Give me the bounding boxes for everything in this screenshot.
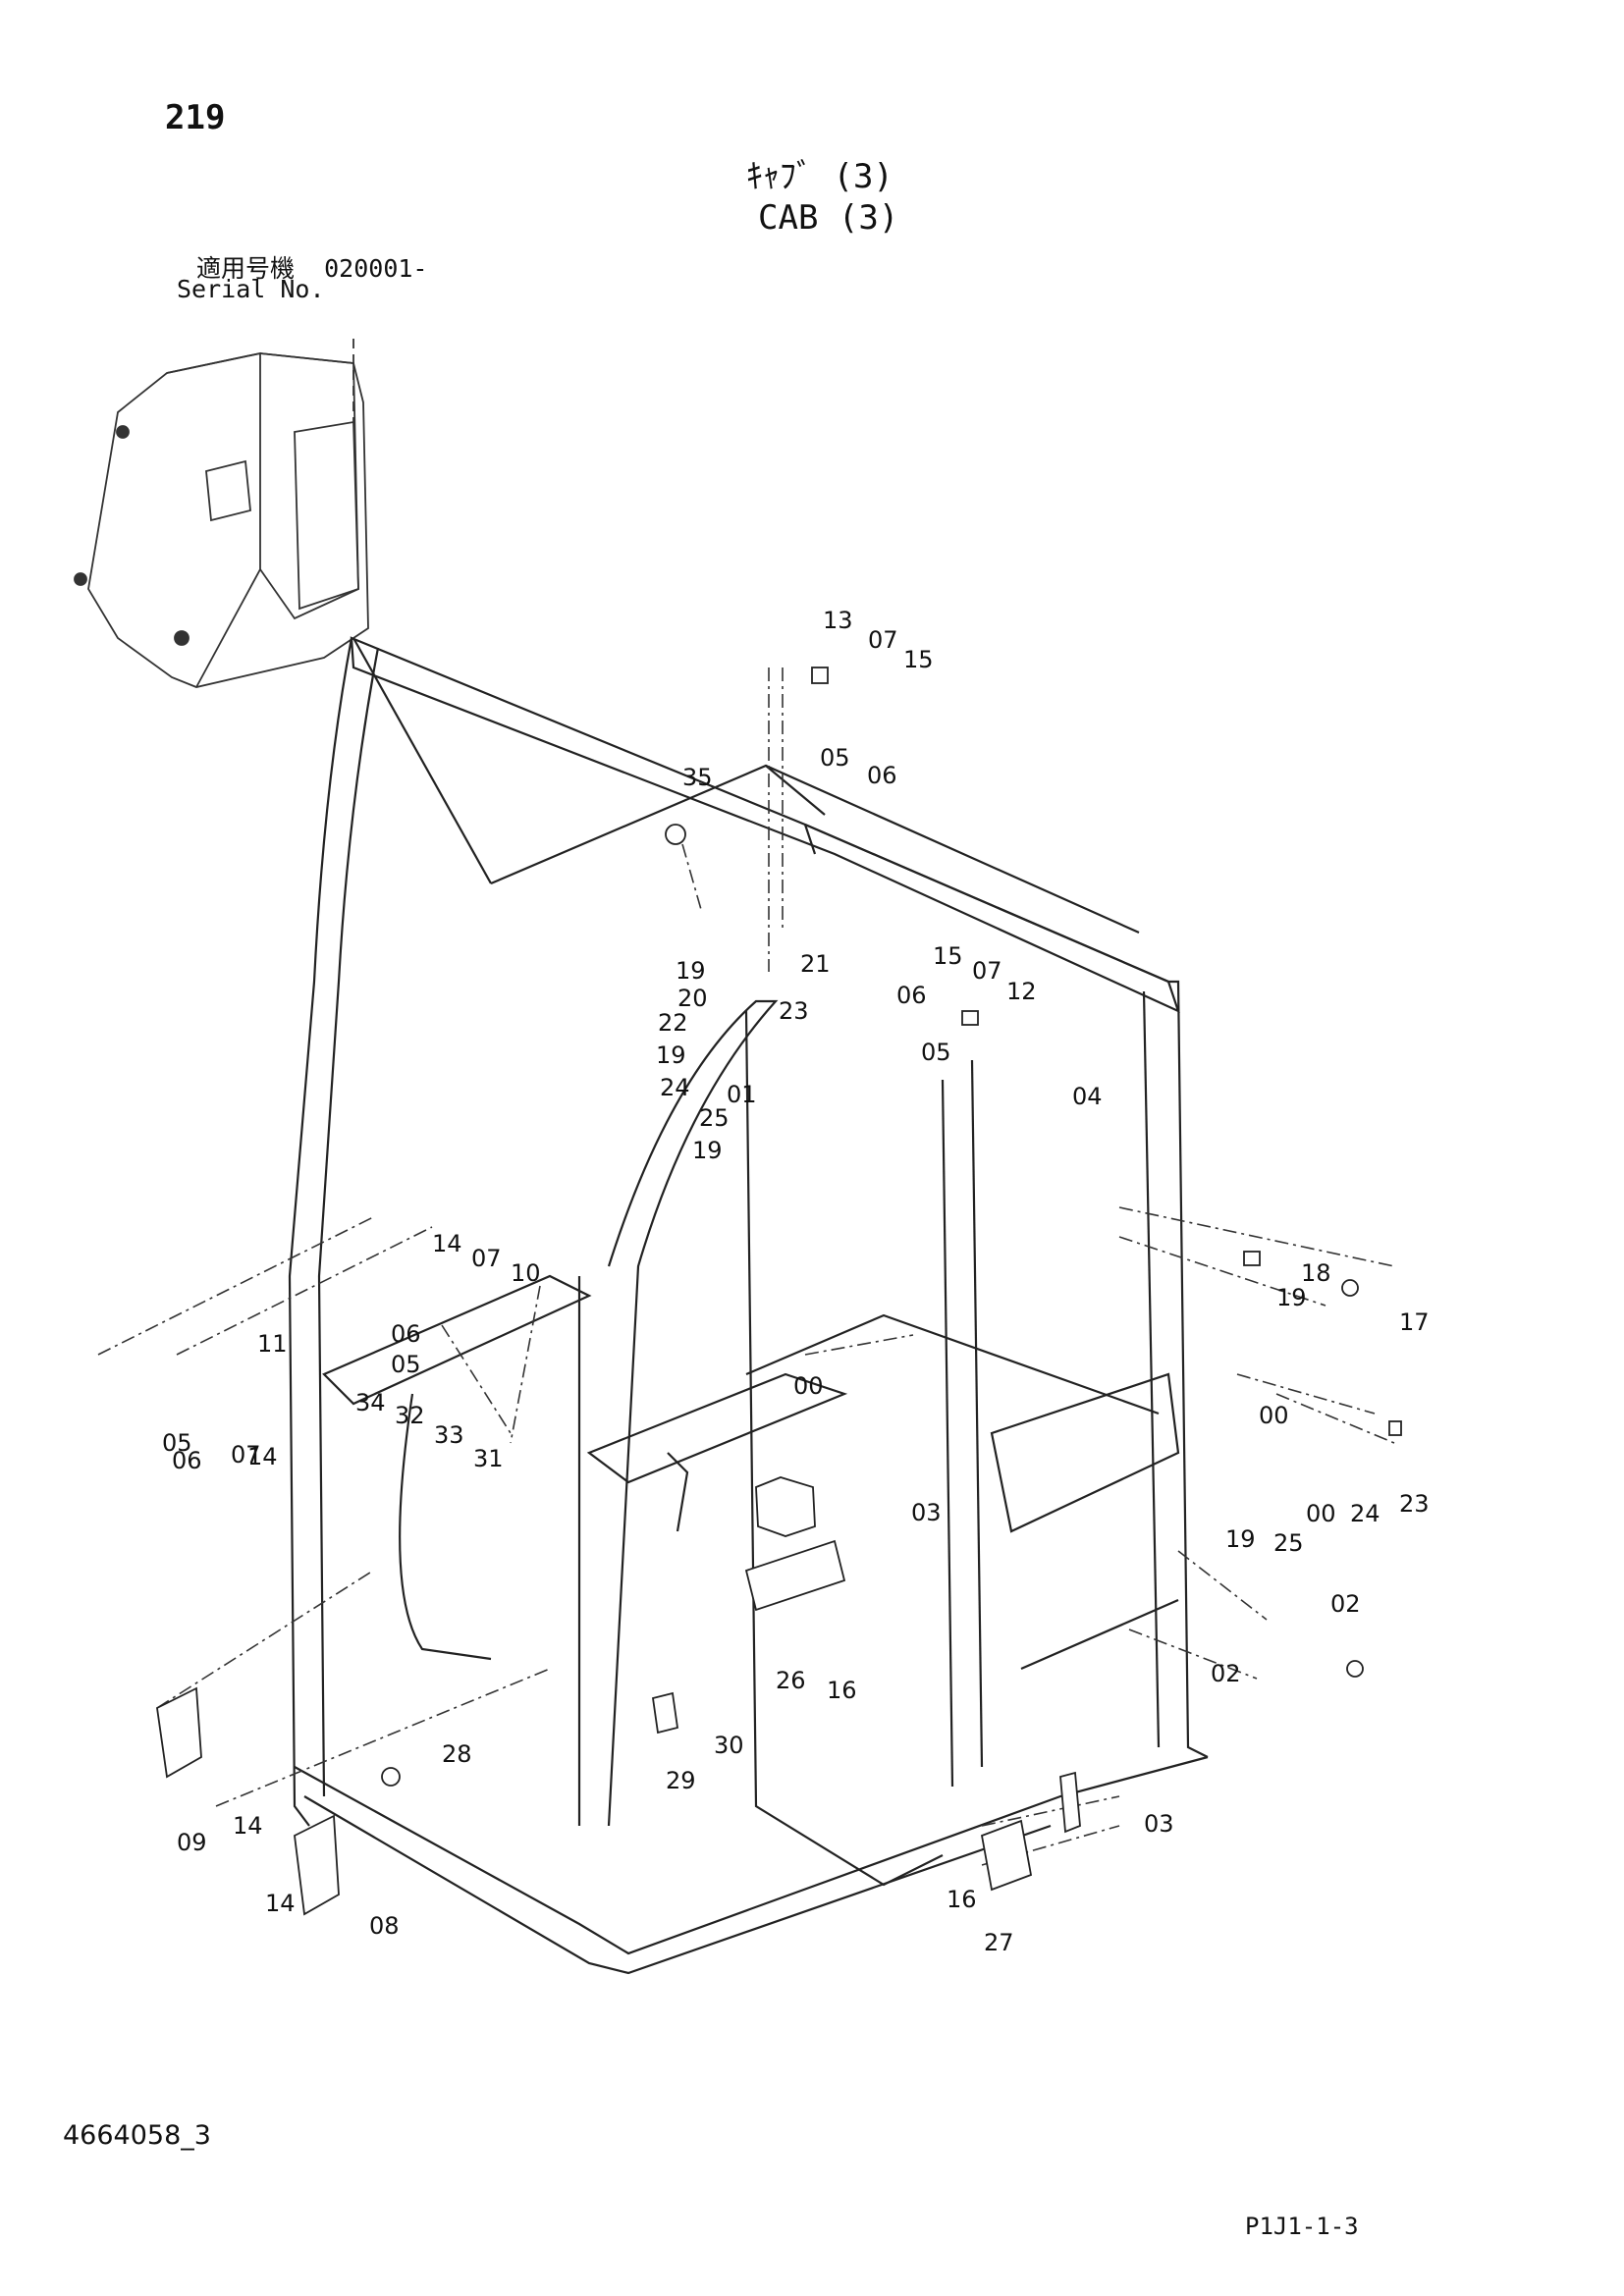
- callout-02: 02: [1330, 1590, 1361, 1618]
- callout-24: 24: [660, 1074, 690, 1101]
- callout-15: 15: [903, 646, 934, 673]
- callout-28: 28: [442, 1740, 472, 1768]
- callout-08: 08: [369, 1912, 400, 1940]
- callout-00: 00: [793, 1372, 824, 1400]
- callout-12: 12: [1006, 978, 1037, 1005]
- callout-19: 19: [1225, 1525, 1256, 1553]
- callout-19: 19: [656, 1041, 686, 1069]
- inset-cab-thumbnail: [74, 339, 369, 688]
- callout-02: 02: [1211, 1660, 1241, 1687]
- callout-35: 35: [682, 764, 713, 791]
- callout-14: 14: [247, 1443, 278, 1470]
- callout-27: 27: [984, 1929, 1014, 1956]
- page-title: CAB (3): [758, 198, 899, 238]
- callout-29: 29: [666, 1767, 696, 1794]
- callout-32: 32: [395, 1402, 425, 1429]
- callout-07: 07: [868, 626, 898, 654]
- callout-23: 23: [1399, 1490, 1430, 1518]
- callout-18: 18: [1301, 1259, 1331, 1287]
- callout-06: 06: [867, 762, 897, 789]
- page-title-japanese: ｷｬﾌﾞ (3): [746, 157, 893, 196]
- callout-11: 11: [257, 1330, 288, 1358]
- callout-13: 13: [823, 607, 853, 634]
- callout-07: 07: [972, 957, 1002, 985]
- cab-frame-drawing: [288, 636, 1209, 1975]
- callout-30: 30: [714, 1732, 744, 1759]
- callout-06: 06: [172, 1447, 202, 1474]
- callout-26: 26: [776, 1667, 806, 1694]
- callout-19: 19: [692, 1137, 723, 1164]
- callout-21: 21: [800, 950, 831, 978]
- callout-05: 05: [391, 1351, 421, 1378]
- callout-23: 23: [779, 997, 809, 1025]
- callout-24: 24: [1350, 1500, 1380, 1527]
- callout-05: 05: [921, 1039, 951, 1066]
- callout-31: 31: [473, 1445, 504, 1472]
- callout-25: 25: [1273, 1529, 1304, 1557]
- leader-lines: [97, 667, 1395, 1866]
- callout-07: 07: [471, 1245, 502, 1272]
- callout-34: 34: [355, 1389, 386, 1416]
- callout-14: 14: [233, 1812, 263, 1840]
- callout-33: 33: [434, 1421, 464, 1449]
- callout-03: 03: [911, 1499, 942, 1526]
- callout-16: 16: [947, 1886, 977, 1913]
- small-parts: [156, 667, 1402, 1916]
- callout-10: 10: [511, 1259, 541, 1287]
- callout-25: 25: [699, 1104, 730, 1132]
- drawing-number: 4664058_3: [63, 2120, 211, 2151]
- callout-06: 06: [391, 1320, 421, 1348]
- serial-label: Serial No.: [177, 275, 325, 303]
- callout-15: 15: [933, 942, 963, 970]
- callout-16: 16: [827, 1677, 857, 1704]
- callout-14: 14: [432, 1230, 462, 1257]
- serial-range: 020001-: [324, 254, 428, 283]
- callout-00: 00: [1259, 1402, 1289, 1429]
- callout-14: 14: [265, 1890, 296, 1917]
- callout-01: 01: [727, 1081, 757, 1108]
- page-number: 219: [165, 98, 226, 137]
- serial-label-jp-text: 適用号機: [196, 254, 296, 283]
- callout-19: 19: [1276, 1284, 1307, 1311]
- callout-06: 06: [896, 982, 927, 1009]
- callout-05: 05: [162, 1429, 192, 1457]
- callout-07: 07: [231, 1441, 261, 1468]
- callout-04: 04: [1072, 1083, 1103, 1110]
- serial-label-japanese: 適用号機 020001-: [196, 249, 427, 285]
- callout-20: 20: [677, 985, 708, 1012]
- sheet-id: P1J1-1-3: [1245, 2213, 1359, 2240]
- callout-09: 09: [177, 1829, 207, 1856]
- callout-19: 19: [676, 957, 706, 985]
- callout-17: 17: [1399, 1308, 1430, 1336]
- callout-03: 03: [1144, 1810, 1174, 1838]
- callout-22: 22: [658, 1009, 688, 1037]
- callout-05: 05: [820, 744, 850, 772]
- callout-00: 00: [1306, 1500, 1336, 1527]
